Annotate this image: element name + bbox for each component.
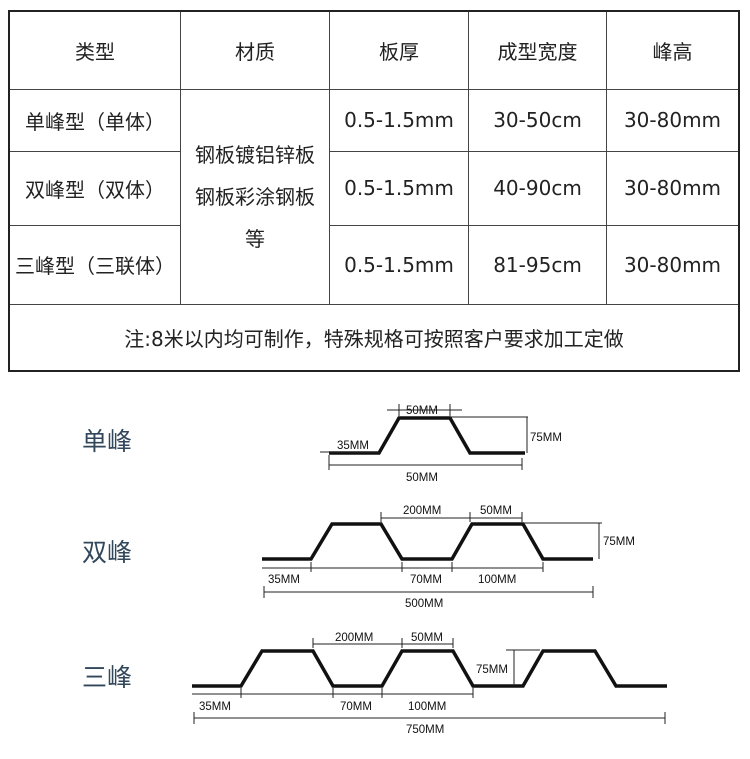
dim-label: 75MM [603, 536, 635, 548]
material-line: 钢板镀铝锌板 [195, 142, 315, 167]
note: 注:8米以内均可制作，特殊规格可按照客户要求加工定做 [8, 303, 740, 372]
dim-label: 750MM [406, 724, 444, 736]
material-cell: 钢板镀铝锌板 钢板彩涂钢板 等 [180, 88, 330, 305]
header-height: 峰高 [606, 10, 740, 90]
dim-label: 35MM [199, 701, 231, 713]
dim-label: 35MM [337, 440, 369, 452]
header-thickness: 板厚 [329, 10, 469, 90]
header-material: 材质 [180, 10, 330, 90]
dim-label: 500MM [405, 598, 443, 610]
thickness-cell: 0.5-1.5mm [329, 88, 469, 152]
header-width: 成型宽度 [468, 10, 607, 90]
dim-label: 200MM [403, 505, 441, 517]
dim-label: 100MM [408, 701, 446, 713]
dim-label: 200MM [335, 632, 373, 644]
width-cell: 30-50cm [468, 88, 607, 152]
single-peak-diagram: 单峰 50MM 35MM 75MM 50MM [82, 404, 562, 484]
triple-label: 三峰 [82, 663, 132, 692]
table-row: 三峰型（三联体） 0.5-1.5mm 81-95cm 30-80mm [8, 224, 740, 305]
width-cell: 81-95cm [468, 224, 607, 305]
dim-label: 50MM [406, 405, 438, 417]
triple-profile [192, 649, 667, 688]
material-line: 钢板彩涂钢板 [195, 184, 315, 209]
dim-label: 50MM [480, 505, 512, 517]
triple-peak-diagram: 三峰 200MM 50MM 75MM 35MM 70MM 100MM 750MM [82, 632, 667, 736]
type-cell: 双峰型（双体） [8, 150, 181, 226]
double-label: 双峰 [82, 538, 132, 567]
double-profile [262, 522, 593, 561]
height-cell: 30-80mm [606, 150, 740, 226]
single-label: 单峰 [82, 427, 132, 456]
thickness-cell: 0.5-1.5mm [329, 224, 469, 305]
height-cell: 30-80mm [606, 88, 740, 152]
dim-label: 35MM [268, 574, 300, 586]
single-profile [329, 416, 525, 455]
spec-table: 类型 材质 板厚 成型宽度 峰高 单峰型（单体） 钢板镀铝锌板 钢板彩涂钢板 等… [8, 10, 740, 372]
double-peak-diagram: 双峰 200MM 50MM 75MM 35MM 70MM 100MM 500MM [82, 505, 635, 610]
dim-label: 50MM [406, 472, 438, 484]
dim-label: 50MM [411, 632, 443, 644]
dim-label: 100MM [478, 574, 516, 586]
material-line: 等 [245, 226, 265, 251]
dim-label: 70MM [340, 701, 372, 713]
dim-label: 75MM [530, 432, 562, 444]
dim-label: 75MM [476, 664, 508, 676]
dim-label: 70MM [410, 574, 442, 586]
